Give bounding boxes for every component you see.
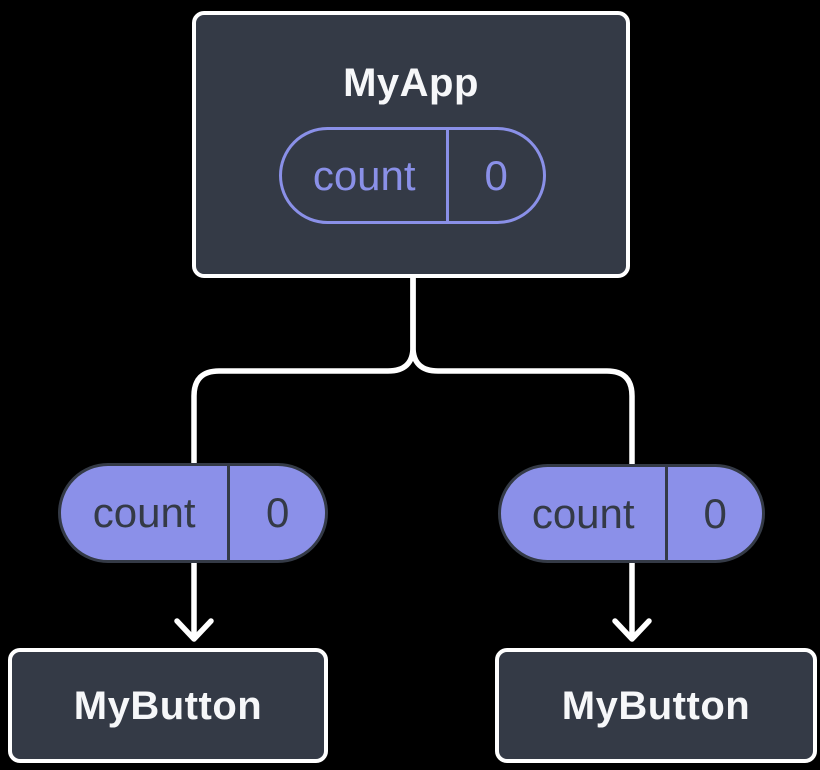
left-prop-pill: count 0 bbox=[58, 463, 328, 563]
left-button-component-node: MyButton bbox=[8, 648, 328, 763]
pill-divider bbox=[665, 467, 669, 560]
state-value: 0 bbox=[265, 489, 290, 536]
state-label: count bbox=[312, 151, 416, 199]
arrow-down-icon bbox=[174, 555, 214, 642]
branch-left-line bbox=[191, 273, 416, 471]
arrow-down-icon bbox=[612, 555, 652, 642]
state-value: 0 bbox=[703, 489, 727, 537]
pill-divider bbox=[446, 130, 450, 221]
branch-right-line bbox=[410, 273, 635, 471]
app-state-pill: count 0 bbox=[279, 127, 546, 224]
state-label: count bbox=[531, 489, 635, 537]
button-component-title: MyButton bbox=[73, 683, 263, 728]
state-value: 0 bbox=[484, 151, 508, 199]
right-prop-pill: count 0 bbox=[498, 464, 765, 563]
pill-divider bbox=[227, 466, 231, 560]
right-button-component-node: MyButton bbox=[495, 648, 817, 763]
app-component-title: MyApp bbox=[343, 61, 479, 105]
state-label: count bbox=[92, 489, 196, 536]
button-component-title: MyButton bbox=[561, 683, 751, 728]
app-component-node: MyApp count 0 bbox=[192, 11, 630, 278]
